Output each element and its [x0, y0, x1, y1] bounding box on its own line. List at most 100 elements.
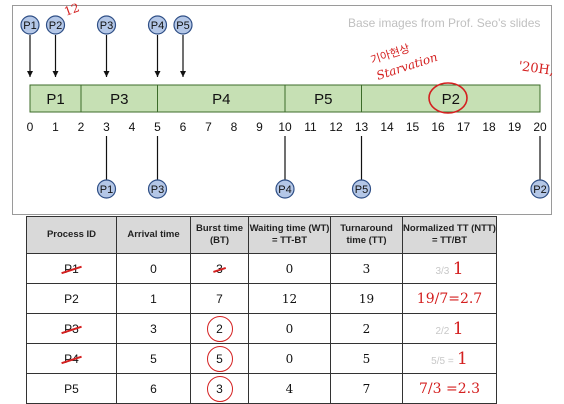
- tick-label: 2: [78, 120, 85, 134]
- arrival-cell: 6: [116, 373, 191, 404]
- wt-cell: 12: [248, 283, 331, 314]
- completion-label: P5: [355, 184, 368, 196]
- table-header-row: Process ID Arrival time Burst time (BT) …: [26, 216, 497, 254]
- arrival-bubble: [20, 15, 40, 35]
- tick-label: 7: [205, 120, 212, 134]
- completion-bubble: [351, 179, 372, 199]
- col-turnaround: Turnaround time (TT): [330, 216, 403, 254]
- tick-label: 3: [103, 120, 110, 134]
- gantt-segment-label: P2: [442, 91, 460, 108]
- tick-label: 15: [406, 120, 420, 134]
- arrival-cell: 1: [116, 283, 191, 314]
- tt-cell: 19: [330, 283, 403, 314]
- gantt-segment: [80, 84, 158, 113]
- completion-label: P1: [100, 184, 113, 196]
- gantt-segment-label: P5: [314, 91, 332, 108]
- tick-label: 20: [533, 120, 547, 134]
- col-waiting: Waiting time (WT) = TT-BT: [248, 216, 331, 254]
- arrival-bubble: [147, 15, 168, 35]
- pid-cell: P3: [64, 321, 79, 336]
- ntt-print: 2/2: [435, 325, 450, 337]
- arrival-bubble: [173, 15, 193, 35]
- wt-cell: 0: [248, 253, 331, 284]
- gantt-segment-label: P3: [110, 91, 128, 108]
- tick-label: 9: [256, 120, 263, 134]
- note-12: 12: [62, 0, 81, 18]
- wt-cell: 0: [248, 313, 331, 344]
- ntt-print: 5/5 =: [431, 355, 454, 367]
- tt-cell: 3: [330, 253, 403, 284]
- tick-label: 0: [27, 120, 34, 134]
- table-row: P1 0 3 0 3 3/3 1: [26, 253, 497, 284]
- burst-cell: 3: [206, 375, 233, 402]
- tt-cell: 2: [330, 313, 403, 344]
- gantt-segment: [361, 84, 541, 113]
- arrival-arrow-head: [103, 71, 110, 77]
- tick-label: 10: [278, 120, 292, 134]
- arrival-arrow-head: [52, 71, 59, 77]
- col-process-id: Process ID: [26, 216, 117, 254]
- completion-bubble: [530, 179, 550, 199]
- tick-label: 5: [154, 120, 161, 134]
- gantt-segment: [157, 84, 286, 113]
- arrival-bubble: [96, 15, 117, 35]
- tick-label: 11: [304, 120, 317, 134]
- ntt-hand: 1: [452, 258, 464, 279]
- pid-cell: P5: [26, 373, 117, 404]
- pid-cell: P2: [26, 283, 117, 314]
- arrival-bubble: [45, 15, 66, 35]
- tick-label: 12: [329, 120, 343, 134]
- tick-label: 8: [231, 120, 238, 134]
- tick-label: 13: [355, 120, 369, 134]
- gantt-segment: [284, 84, 362, 113]
- tick-label: 6: [180, 120, 187, 134]
- burst-cell: 7: [190, 283, 249, 314]
- process-table: Process ID Arrival time Burst time (BT) …: [26, 216, 497, 404]
- tick-label: 14: [380, 120, 394, 134]
- arrival-arrow-head: [180, 71, 186, 77]
- gantt-segment-label: P1: [46, 91, 64, 108]
- ntt-hand: 1: [452, 318, 464, 339]
- table-row: P2 1 7 12 19 19/7=2.7: [26, 283, 497, 314]
- pid-cell: P1: [64, 261, 79, 276]
- table-row: P3 3 2 0 2 2/2 1: [26, 313, 497, 344]
- tick-label: 17: [457, 120, 471, 134]
- tt-cell: 5: [330, 343, 403, 374]
- completion-label: P4: [278, 184, 291, 196]
- completion-label: P2: [533, 184, 546, 196]
- col-normalized: Normalized TT (NTT) = TT/BT: [402, 216, 497, 254]
- ntt-hand: 19/7=2.7: [416, 290, 483, 307]
- ntt-print: 3/3: [435, 265, 450, 277]
- note-total-20: '20H,: [517, 59, 554, 79]
- burst-cell: 3: [216, 261, 223, 276]
- burst-cell: 2: [206, 315, 233, 342]
- wt-cell: 4: [248, 373, 331, 404]
- gantt-segment-label: P4: [212, 91, 230, 108]
- completion-bubble: [96, 179, 117, 199]
- ntt-hand: 1: [457, 348, 468, 369]
- tick-label: 18: [482, 120, 496, 134]
- completion-label: P3: [151, 184, 164, 196]
- burst-cell: 5: [206, 345, 233, 372]
- credit-text: Base images from Prof. Seo's slides: [348, 16, 541, 30]
- col-arrival: Arrival time: [116, 216, 191, 254]
- tick-label: 19: [508, 120, 522, 134]
- wt-cell: 0: [248, 343, 331, 374]
- gantt-segment: [29, 84, 82, 113]
- arrival-label: P5: [176, 20, 189, 32]
- ntt-hand: 7/3 =2.3: [419, 380, 480, 397]
- arrival-cell: 0: [116, 253, 191, 284]
- tt-cell: 7: [330, 373, 403, 404]
- table-row: P4 5 5 0 5 5/5 = 1: [26, 343, 497, 374]
- arrival-label: P2: [49, 20, 62, 32]
- completion-bubble: [147, 179, 168, 199]
- pid-cell: P4: [64, 351, 79, 366]
- arrival-arrow-head: [27, 71, 33, 77]
- tick-label: 4: [129, 120, 136, 134]
- gantt-frame: [12, 5, 552, 215]
- table-row: P5 6 3 4 7 7/3 =2.3: [26, 373, 497, 404]
- completion-bubble: [275, 179, 295, 199]
- p2-circle-mark: [428, 82, 468, 114]
